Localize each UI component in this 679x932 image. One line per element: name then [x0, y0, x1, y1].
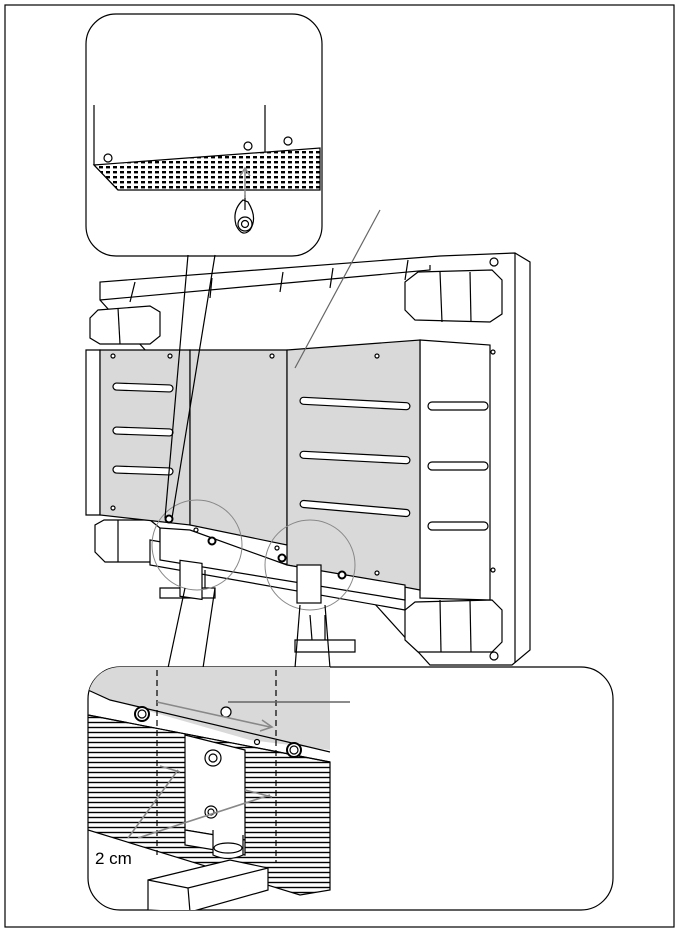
- leader-line-rear-panel: [294, 209, 381, 369]
- inset-bottom-gray-panel: [88, 667, 330, 750]
- inset-top-screw: [234, 195, 255, 234]
- callout-circle-left: [151, 499, 243, 591]
- pointer-bottom-inset: [167, 587, 331, 669]
- inset-top-frame: [85, 13, 323, 257]
- corner-bracket-bottom-right: [404, 599, 503, 653]
- pointer-top-inset-left: [164, 254, 189, 519]
- inset-bottom-stand-foot: [147, 859, 269, 910]
- rear-panels: [99, 339, 496, 604]
- pointer-top-inset-right: [171, 254, 216, 519]
- corner-bracket-top-right: [404, 269, 503, 323]
- bottom-bracket-right: [296, 564, 322, 604]
- callout-circle-right: [264, 519, 356, 611]
- rear-panel-center: [189, 349, 288, 546]
- dimension-arrow-left: [127, 769, 179, 839]
- stand-foot-right: [294, 639, 356, 653]
- rear-panel-left: [99, 349, 191, 526]
- dimension-arrow-right: [137, 794, 271, 839]
- inset-bottom: 2 cm: [87, 666, 614, 911]
- dimension-label: 2 cm: [95, 849, 132, 868]
- figure-frame: [4, 4, 675, 928]
- corner-bracket-top-left: [89, 305, 161, 345]
- inset-top: [85, 13, 323, 257]
